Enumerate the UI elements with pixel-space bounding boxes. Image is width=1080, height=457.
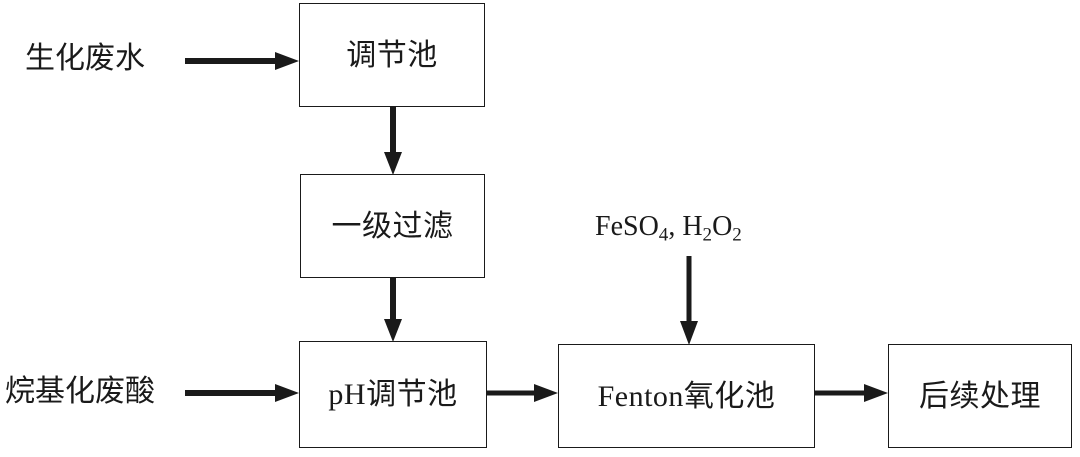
formula-h2o2-sub-o: 2 — [732, 224, 742, 246]
node-primary-filtration[interactable]: 一级过滤 — [300, 174, 485, 278]
arrow-fenton-to-subsequent-treatment — [815, 384, 890, 402]
node-label: 一级过滤 — [331, 209, 454, 243]
arrow-waste-acid-to-ph-tank — [185, 384, 301, 402]
formula-feso4-sub: 4 — [658, 224, 669, 246]
formula-h2o2-o: O — [712, 211, 733, 242]
node-label: 后续处理 — [919, 379, 1041, 413]
arrow-adjustment-tank-to-filtration — [384, 107, 402, 176]
arrow-reagents-to-fenton — [680, 256, 698, 346]
formula-separator: , H — [668, 211, 703, 242]
node-fenton-oxidation-tank[interactable]: Fenton氧化池 — [558, 344, 815, 448]
label-fenton-reagents: FeSO4, H2O2 — [595, 211, 742, 246]
arrow-wastewater-to-adjustment-tank — [185, 52, 301, 70]
arrow-ph-tank-to-fenton — [487, 384, 560, 402]
node-subsequent-treatment[interactable]: 后续处理 — [888, 344, 1072, 448]
label-alkylation-waste-acid: 烷基化废酸 — [5, 375, 155, 408]
node-adjustment-tank[interactable]: 调节池 — [299, 3, 485, 107]
node-label: 调节池 — [346, 38, 438, 72]
node-ph-adjustment-tank[interactable]: pH调节池 — [299, 341, 487, 448]
arrow-filtration-to-ph-tank — [384, 278, 402, 343]
node-label: Fenton氧化池 — [597, 379, 776, 413]
node-label: pH调节池 — [328, 378, 458, 411]
formula-h2o2-sub-h: 2 — [702, 224, 713, 246]
formula-feso4-base: FeSO — [595, 211, 659, 242]
label-biochemical-wastewater: 生化废水 — [25, 42, 145, 75]
